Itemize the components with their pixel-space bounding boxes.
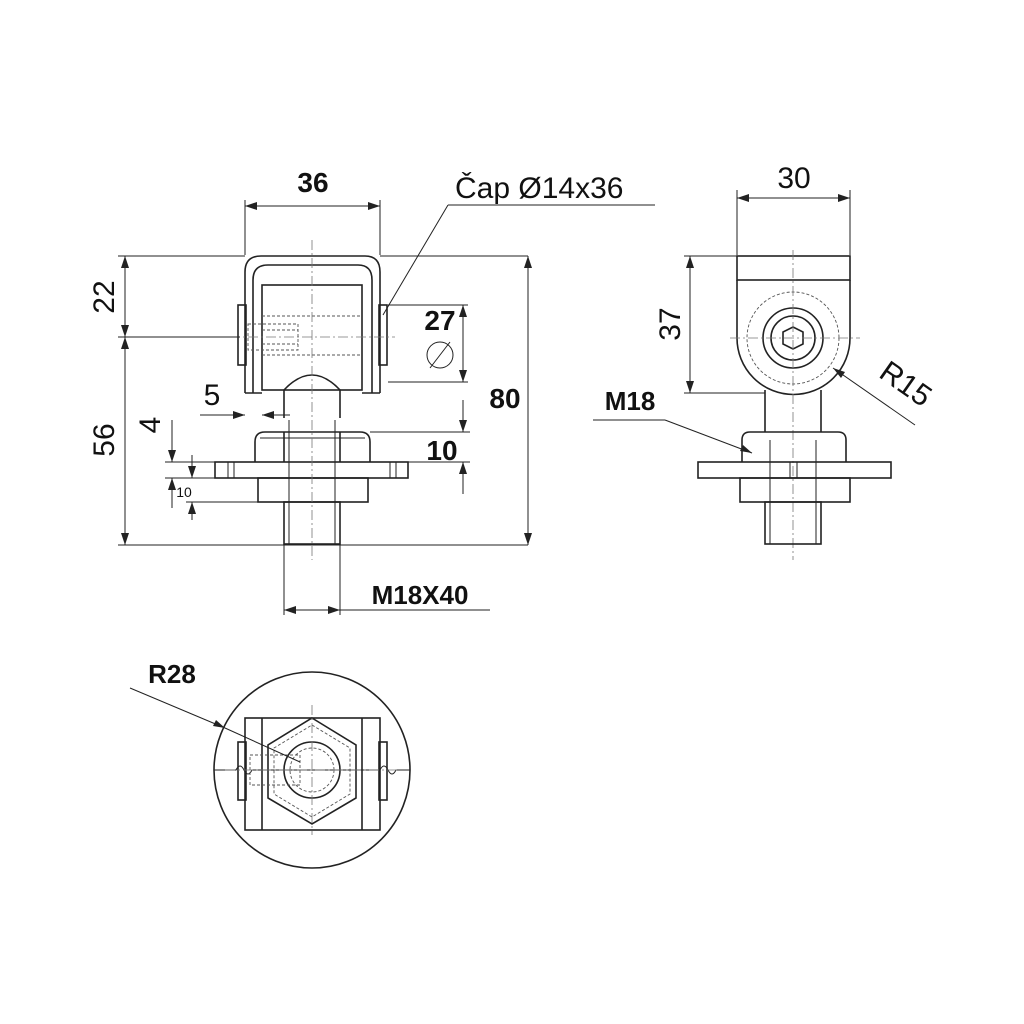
front-dimensions: 36 Čap Ø14x36 22 56 80 27 (88, 167, 655, 615)
dim-height-upper: 22 (88, 280, 121, 313)
bottom-view: R28 (129, 659, 411, 869)
dim-side-width: 30 (777, 162, 810, 195)
dim-nut-height: 10 (426, 435, 457, 466)
dim-side-thread: M18 (605, 386, 656, 416)
dim-washer-small: 10 (176, 484, 192, 500)
dim-radius-bottom: R28 (148, 659, 196, 689)
dim-height-lower: 56 (88, 423, 121, 456)
dim-side-height: 37 (654, 307, 687, 340)
front-view (214, 240, 409, 560)
dim-radius-side: R15 (873, 355, 937, 414)
dim-gap: 5 (204, 379, 221, 412)
dim-thread: M18X40 (372, 580, 469, 610)
dim-thickness-4: 4 (134, 417, 167, 434)
dim-pin-offset: 27 (424, 305, 455, 336)
side-view (697, 250, 892, 560)
side-dimensions: 30 37 R15 M18 (593, 162, 937, 454)
dim-total-height: 80 (489, 383, 520, 414)
dim-width-top: 36 (297, 167, 328, 198)
pin-label: Čap Ø14x36 (455, 171, 623, 205)
